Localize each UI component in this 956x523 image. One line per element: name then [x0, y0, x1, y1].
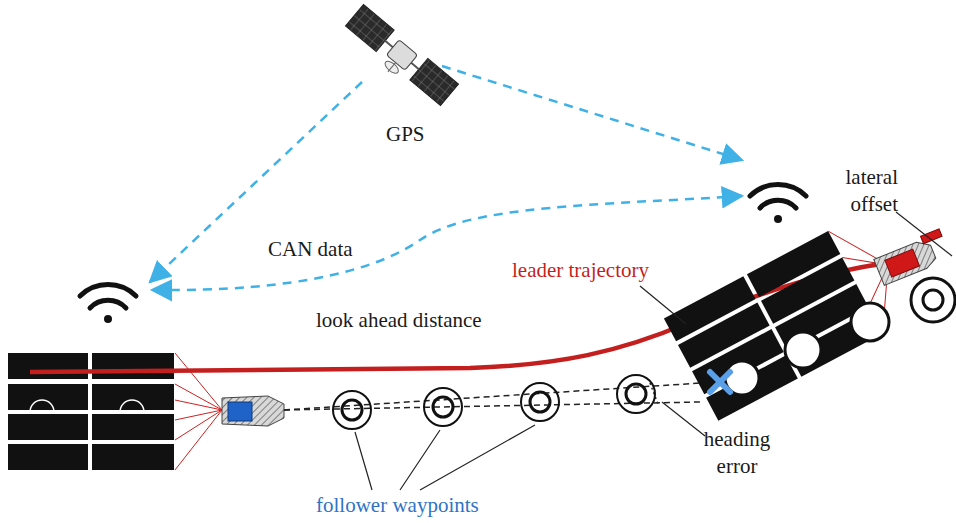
gps-link — [442, 66, 742, 160]
leader-line — [355, 212, 952, 490]
can-link — [152, 196, 742, 290]
look-ahead-point — [710, 372, 730, 392]
offset-label: lateral offset — [818, 164, 898, 218]
waypoints-label: follower waypoints — [316, 492, 479, 519]
gps-satellite — [340, 4, 458, 111]
follower-waypoint — [333, 375, 655, 429]
wifi-icon — [80, 285, 136, 323]
wifi-icon — [750, 185, 806, 223]
error-label: heading error — [694, 426, 780, 480]
leader-tractor — [872, 229, 951, 286]
satellite-label: GPS — [386, 121, 425, 148]
follower-vehicle — [222, 396, 284, 426]
leader-wheel — [725, 278, 955, 395]
link-label: CAN data — [268, 236, 353, 263]
leader-implement — [664, 214, 915, 421]
gps-link — [150, 82, 362, 282]
distance-label: look ahead distance — [316, 307, 482, 334]
trajectory-label: leader trajectory — [512, 257, 649, 284]
